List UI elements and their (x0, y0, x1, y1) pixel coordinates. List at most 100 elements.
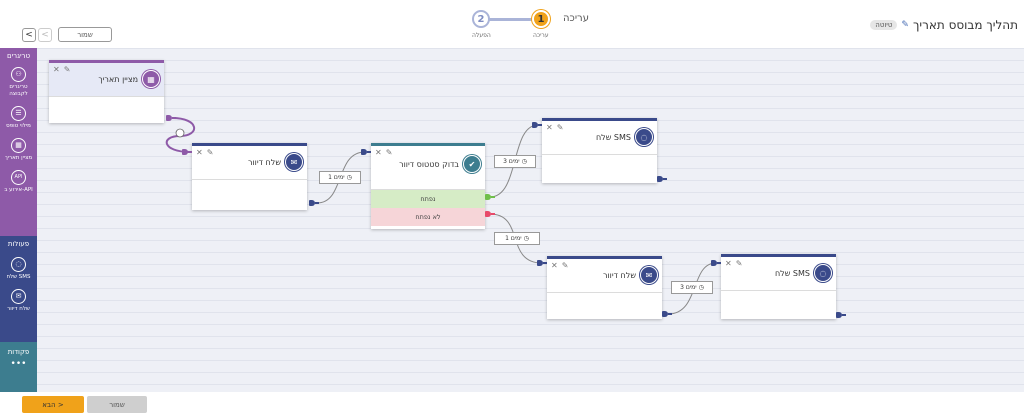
step-activate[interactable]: 2 (472, 10, 490, 28)
clock-icon: ◷ (521, 158, 527, 165)
delay-badge-3[interactable]: 1 ימים◷ (494, 232, 540, 245)
sidebar-item-label: שלח דיוור (7, 306, 30, 312)
output-plug-icon[interactable] (657, 175, 667, 183)
node-send-mail-2[interactable]: ✕ ✎ שלח דיוור ✉ (547, 256, 662, 319)
close-icon[interactable]: ✕ (551, 261, 558, 270)
status-badge: טיוטה (870, 20, 898, 30)
sidebar-item-label: מציין תאריך (4, 155, 33, 161)
flow-canvas[interactable] (37, 48, 1024, 392)
steps-line (482, 18, 538, 21)
sidebar-actions-title: פעולות (7, 239, 30, 248)
close-icon[interactable]: ✕ (725, 259, 732, 268)
sidebar-item-date[interactable]: ▦ מציין תאריך (0, 138, 37, 162)
output-plug-icon[interactable] (166, 114, 176, 122)
delay-badge-2[interactable]: 3 ימים◷ (494, 155, 536, 168)
sidebar: טריגרים ⚇ טריגרים לקבוצה ☰ מילוי טופס ▦ … (0, 48, 37, 392)
sidebar-item-api[interactable]: API אירוע ב-API (0, 170, 37, 194)
mail-icon: ✉ (11, 289, 26, 304)
node-header: ✕ ✎ מציין תאריך ▦ (49, 63, 164, 97)
form-icon: ☰ (11, 106, 26, 121)
delay-label: 1 ימים (328, 174, 345, 181)
node-send-sms-1[interactable]: ✕ ✎ שלח SMS ◌ (542, 118, 657, 183)
input-plug-icon[interactable] (532, 121, 542, 129)
next-button[interactable]: הבא > (22, 396, 84, 413)
api-icon: API (11, 170, 26, 185)
delay-badge-4[interactable]: 3 ימים◷ (671, 281, 713, 294)
node-controls: ✕ ✎ (546, 123, 563, 132)
sidebar-triggers-title: טריגרים (6, 51, 31, 60)
input-plug-icon[interactable] (361, 148, 371, 156)
node-controls: ✕ ✎ (375, 148, 392, 157)
input-plug-icon[interactable] (537, 259, 547, 267)
chat-icon: ◌ (814, 264, 832, 282)
edit-mode-label: עריכה (563, 13, 589, 24)
pencil-icon[interactable]: ✎ (206, 148, 214, 157)
input-plug-icon[interactable] (711, 259, 721, 267)
sidebar-item-sms[interactable]: ◌ שלח SMS (0, 257, 37, 281)
save-button[interactable]: שמור (87, 396, 147, 413)
node-controls: ✕ ✎ (725, 259, 742, 268)
pencil-icon[interactable]: ✎ (63, 65, 71, 74)
sidebar-commands-title: פקודות (7, 347, 30, 356)
node-title: שלח SMS (595, 133, 631, 142)
history-nav: < < (22, 28, 52, 42)
node-controls: ✕ ✎ (196, 148, 213, 157)
sidebar-item-mail[interactable]: ✉ שלח דיוור (0, 289, 37, 313)
output-plug-opened-icon[interactable] (485, 193, 495, 201)
node-header: ✕ ✎ שלח דיוור ✉ (192, 146, 307, 180)
node-title: שלח דיוור (247, 158, 281, 167)
node-header: ✕ ✎ שלח דיוור ✉ (547, 259, 662, 293)
output-plug-icon[interactable] (836, 311, 846, 319)
step-activate-label: הפעלה (472, 32, 491, 39)
clock-icon (175, 128, 185, 138)
sidebar-item-group-trigger[interactable]: ⚇ טריגרים לקבוצה (0, 67, 37, 98)
sidebar-item-form[interactable]: ☰ מילוי טופס (0, 106, 37, 130)
mail-icon: ✉ (285, 153, 303, 171)
pencil-icon[interactable]: ✎ (561, 261, 569, 270)
title-bar: תהליך מבוסס תאריך ✎ טיוטה (870, 18, 1018, 32)
check-icon: ✔ (463, 155, 481, 173)
pencil-icon[interactable]: ✎ (556, 123, 564, 132)
node-send-sms-2[interactable]: ✕ ✎ שלח SMS ◌ (721, 254, 836, 319)
footer-bar: הבא > שמור (0, 392, 1024, 416)
close-icon[interactable]: ✕ (546, 123, 553, 132)
undo-button[interactable]: < (22, 28, 36, 42)
delay-badge-1[interactable]: 1 ימים◷ (319, 171, 361, 184)
close-icon[interactable]: ✕ (53, 65, 60, 74)
edit-title-icon[interactable]: ✎ (901, 20, 909, 30)
calendar-icon: ▦ (142, 70, 160, 88)
sidebar-item-label: מילוי טופס (6, 123, 31, 129)
step-edit[interactable]: 1 (532, 10, 550, 28)
mail-icon: ✉ (640, 266, 658, 284)
step-edit-label: עריכה (533, 32, 549, 39)
clock-icon: ◷ (698, 284, 704, 291)
node-check-status[interactable]: ✕ ✎ בדוק סטטוס דיוור ✔ נפתח לא נפתח (371, 143, 485, 229)
node-title: שלח SMS (774, 269, 810, 278)
sidebar-commands: פקודות ••• (0, 342, 37, 392)
sidebar-item-label: אירוע ב-API (4, 187, 33, 193)
header: תהליך מבוסס תאריך ✎ טיוטה 2 1 הפעלה עריכ… (0, 0, 1024, 48)
clock-icon: ◷ (523, 235, 529, 242)
node-header: ✕ ✎ בדוק סטטוס דיוור ✔ (371, 146, 485, 190)
node-send-mail-1[interactable]: ✕ ✎ שלח דיוור ✉ (192, 143, 307, 210)
outcome-opened[interactable]: נפתח (371, 190, 485, 208)
sidebar-triggers: טריגרים ⚇ טריגרים לקבוצה ☰ מילוי טופס ▦ … (0, 48, 37, 236)
node-date-trigger[interactable]: ✕ ✎ מציין תאריך ▦ (49, 60, 164, 123)
input-plug-icon[interactable] (182, 148, 192, 156)
pencil-icon[interactable]: ✎ (735, 259, 743, 268)
more-commands-button[interactable]: ••• (10, 359, 27, 369)
save-button-top[interactable]: שמור (58, 27, 112, 42)
sidebar-actions: פעולות ◌ שלח SMS ✉ שלח דיוור (0, 236, 37, 342)
close-icon[interactable]: ✕ (196, 148, 203, 157)
output-plug-icon[interactable] (309, 199, 319, 207)
outcome-not-opened[interactable]: לא נפתח (371, 208, 485, 226)
output-plug-notopened-icon[interactable] (485, 210, 495, 218)
close-icon[interactable]: ✕ (375, 148, 382, 157)
output-plug-icon[interactable] (662, 310, 672, 318)
node-controls: ✕ ✎ (551, 261, 568, 270)
page-title: תהליך מבוסס תאריך (912, 18, 1018, 32)
node-header: ✕ ✎ שלח SMS ◌ (721, 257, 836, 291)
redo-button[interactable]: < (38, 28, 52, 42)
pencil-icon[interactable]: ✎ (385, 148, 393, 157)
node-title: מציין תאריך (98, 75, 138, 84)
